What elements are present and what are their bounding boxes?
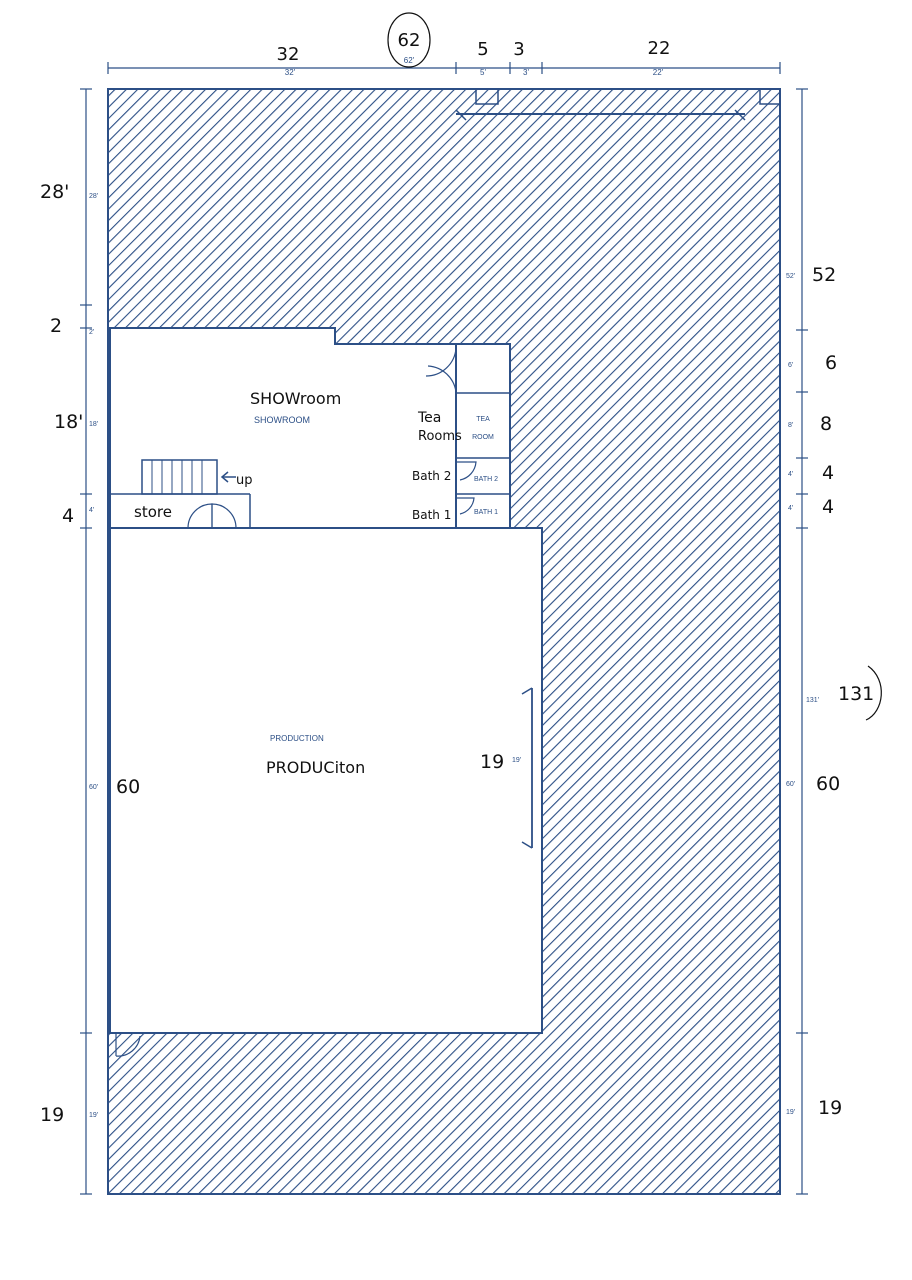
left-dim-hand-5: 60 <box>116 776 140 798</box>
production-print-label: PRODUCTION <box>270 734 324 743</box>
production-wall-bracket <box>521 687 533 849</box>
top-dim-print-3: 5' <box>480 68 486 77</box>
tea-print-label-1: TEA <box>476 416 490 423</box>
top-dim-hand-1: 32 <box>277 44 300 65</box>
left-dim-hand-4: 4 <box>62 505 74 527</box>
right-dim-print-4: 4' <box>788 471 793 478</box>
dimension-lines <box>80 62 808 1195</box>
bath1-hand-label: Bath 1 <box>412 508 451 522</box>
right-dim-hand-6: 131 <box>838 683 874 705</box>
circle-mark-131 <box>865 665 882 721</box>
right-dim-print-6: 131' <box>806 697 819 704</box>
left-dim-hand-2: 2 <box>50 315 62 337</box>
right-dim-hand-8: 19 <box>818 1097 842 1119</box>
production-door-mark <box>115 1033 141 1057</box>
top-dim-print-4: 3' <box>523 68 529 77</box>
right-dim-hand-2: 6 <box>825 352 837 374</box>
top-dim-hand-3: 5 <box>477 39 488 60</box>
left-dim-print-3: 18' <box>89 421 98 428</box>
showroom-area <box>109 327 511 529</box>
left-dim-print-5: 60' <box>89 784 98 791</box>
circle-mark-62 <box>387 12 431 68</box>
tea-print-label-2: ROOM <box>472 434 494 441</box>
right-dim-hand-3: 8 <box>820 413 832 435</box>
showroom-print-label: SHOWROOM <box>254 415 310 425</box>
top-dim-print-5: 22' <box>653 68 664 77</box>
building-outline <box>107 88 781 1195</box>
service-rooms <box>425 344 510 528</box>
left-dim-print-1: 28' <box>89 193 98 200</box>
bath1-print-label: BATH 1 <box>474 509 498 516</box>
tea-hand-label-2: Rooms <box>418 429 462 444</box>
production-hand-label: PRODUCiton <box>266 758 365 777</box>
top-dim-print-2: 62' <box>404 56 415 65</box>
bath2-print-label: BATH 2 <box>474 476 498 483</box>
showroom-hand-label: SHOWroom <box>250 389 341 408</box>
right-dim-hand-4: 4 <box>822 462 834 484</box>
production-wall-dim-print: 19' <box>512 757 521 764</box>
right-dim-print-7: 60' <box>786 781 795 788</box>
left-dim-print-4: 4' <box>89 507 94 514</box>
right-dim-print-8: 19' <box>786 1109 795 1116</box>
top-dim-hand-5: 22 <box>648 38 671 59</box>
right-dim-hand-7: 60 <box>816 773 840 795</box>
production-wall-dim-hand: 19 <box>480 751 504 773</box>
right-dim-print-2: 6' <box>788 362 793 369</box>
store-hand-label: store <box>134 503 172 521</box>
right-dim-hand-1: 52 <box>812 264 836 286</box>
top-window-marks <box>455 88 781 121</box>
right-dim-hand-5: 4 <box>822 496 834 518</box>
top-dim-hand-2: 62 <box>398 30 421 51</box>
production-area <box>109 527 543 1034</box>
stairs-up-label: up <box>236 473 253 488</box>
right-dim-print-3: 8' <box>788 422 793 429</box>
right-dim-print-1: 52' <box>786 273 795 280</box>
left-dim-hand-3: 18' <box>54 411 83 433</box>
right-dim-print-5: 4' <box>788 505 793 512</box>
bath2-hand-label: Bath 2 <box>412 469 451 483</box>
top-dim-hand-4: 3 <box>513 39 524 60</box>
left-dim-print-6: 19' <box>89 1112 98 1119</box>
left-dim-print-2: 2' <box>89 329 94 336</box>
tea-hand-label-1: Tea <box>417 410 441 426</box>
left-dim-hand-6: 19 <box>40 1104 64 1126</box>
left-dim-hand-1: 28' <box>40 181 69 203</box>
top-dim-print-1: 32' <box>285 68 296 77</box>
store-and-stairs <box>110 459 251 529</box>
